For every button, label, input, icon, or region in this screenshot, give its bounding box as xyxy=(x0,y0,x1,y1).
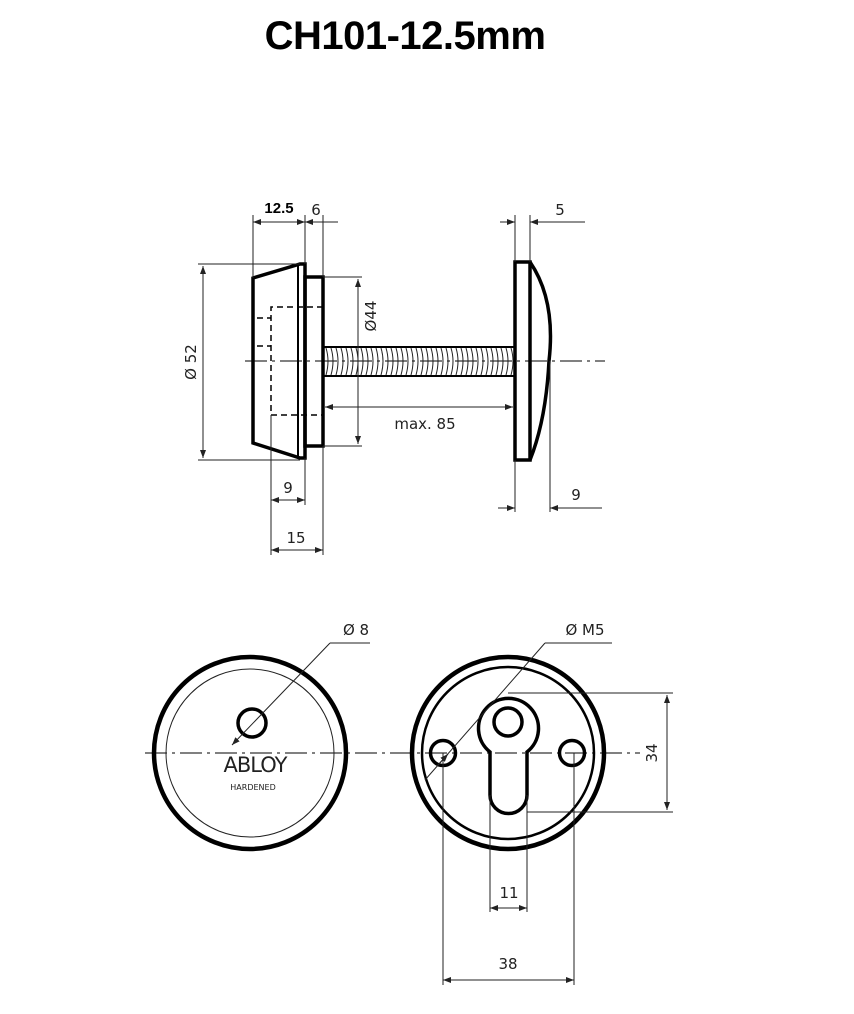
screw-hole-right xyxy=(557,738,587,768)
thread-mark xyxy=(510,347,514,376)
thread-mark xyxy=(450,347,454,376)
thread-mark xyxy=(340,347,344,376)
drawing-title: CH101-12.5mm xyxy=(264,14,546,58)
threaded-rod xyxy=(322,346,516,377)
thread-mark xyxy=(395,347,399,376)
thread-mark xyxy=(390,347,394,376)
thread-mark xyxy=(420,347,424,376)
abloy-logo: ABLOY xyxy=(224,753,288,777)
thread-mark xyxy=(415,347,419,376)
thread-mark xyxy=(335,347,339,376)
back-dome xyxy=(528,261,553,461)
thread-mark xyxy=(405,347,409,376)
thread-mark xyxy=(470,347,474,376)
dim-9-left: 9 xyxy=(283,479,293,497)
thread-mark xyxy=(350,347,354,376)
side-view: 12.5 6 5 Ø 52 Ø44 max. 85 9 15 9 xyxy=(182,200,605,555)
dim-diameter-52: Ø 52 xyxy=(182,344,200,380)
front-outer-circle xyxy=(151,654,349,852)
back-view: Ø M5 34 11 38 xyxy=(409,621,673,985)
thread-mark xyxy=(480,347,484,376)
thread-mark xyxy=(425,347,429,376)
dim-6: 6 xyxy=(311,201,321,219)
thread-mark xyxy=(445,347,449,376)
thread-mark xyxy=(500,347,504,376)
thread-mark xyxy=(345,347,349,376)
dim-diameter-44: Ø44 xyxy=(362,301,380,332)
dim-38: 38 xyxy=(498,955,517,973)
key-hole xyxy=(236,707,268,739)
thread-mark xyxy=(410,347,414,376)
thread-mark xyxy=(330,347,334,376)
thread-mark xyxy=(485,347,489,376)
thread-mark xyxy=(505,347,509,376)
thread-mark xyxy=(455,347,459,376)
dim-9-right: 9 xyxy=(571,486,581,504)
thread-mark xyxy=(360,347,364,376)
dim-12-5: 12.5 xyxy=(264,200,293,217)
thread-mark xyxy=(430,347,434,376)
dim-15: 15 xyxy=(286,529,305,547)
thread-mark xyxy=(375,347,379,376)
dim-diameter-8: Ø 8 xyxy=(343,621,369,639)
front-view: Ø 8 ABLOY HARDENED xyxy=(145,621,640,852)
dim-34: 34 xyxy=(643,743,661,762)
thread-mark xyxy=(435,347,439,376)
thread-mark xyxy=(495,347,499,376)
hardened-label: HARDENED xyxy=(230,783,275,792)
dim-max-85: max. 85 xyxy=(394,415,455,433)
thread-mark xyxy=(385,347,389,376)
thread-mark xyxy=(475,347,479,376)
thread-mark xyxy=(400,347,404,376)
cylinder-keyhole xyxy=(476,696,541,816)
dim-5: 5 xyxy=(555,201,565,219)
thread-mark xyxy=(365,347,369,376)
dim-m5: Ø M5 xyxy=(565,621,604,639)
thread-mark xyxy=(440,347,444,376)
thread-mark xyxy=(465,347,469,376)
thread-mark xyxy=(380,347,384,376)
back-outer-circle xyxy=(409,654,607,852)
thread-mark xyxy=(325,347,329,376)
back-rosette xyxy=(513,260,532,462)
thread-mark xyxy=(490,347,494,376)
thread-mark xyxy=(460,347,464,376)
thread-mark xyxy=(370,347,374,376)
dim-11: 11 xyxy=(499,884,518,902)
